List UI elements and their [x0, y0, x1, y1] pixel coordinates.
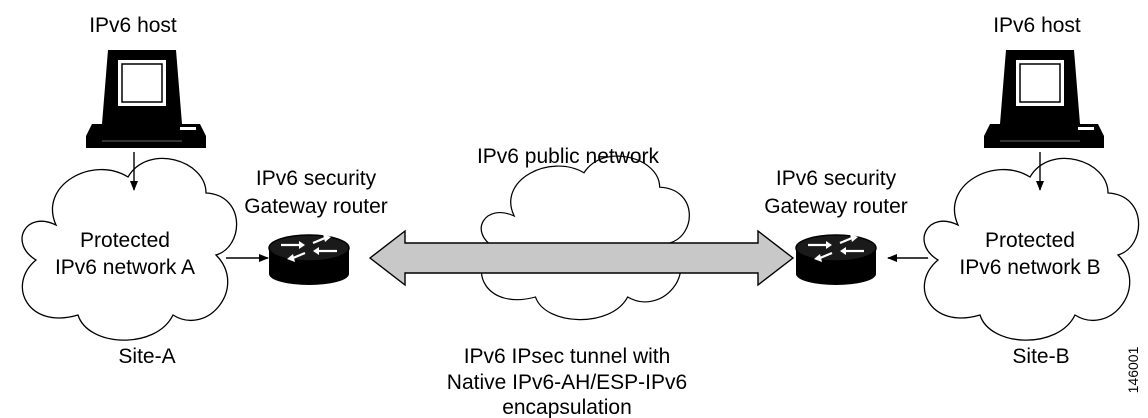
label-tunnel-line1: IPv6 IPsec tunnel with: [464, 345, 671, 368]
label-site-b: Site-B: [1012, 345, 1069, 368]
router-icon-right: [794, 232, 878, 287]
label-router-left-line1: IPv6 security: [256, 167, 377, 190]
label-network-b-line2: IPv6 network B: [959, 256, 1100, 279]
cloud-icon-public-network: [480, 155, 690, 321]
label-public-network: IPv6 public network: [477, 145, 660, 168]
label-host-right: IPv6 host: [993, 14, 1081, 37]
ipsec-tunnel-arrow: [368, 229, 795, 287]
label-network-a-line1: Protected: [80, 229, 170, 252]
label-network-a-line2: IPv6 network A: [55, 256, 195, 279]
figure-id: 146001: [1125, 346, 1141, 393]
label-host-left: IPv6 host: [89, 14, 177, 37]
label-router-right-line2: Gateway router: [764, 195, 908, 218]
label-tunnel-line3: encapsulation: [502, 396, 632, 418]
computer-icon-right-host: [983, 49, 1105, 149]
label-site-a: Site-A: [118, 345, 175, 368]
router-icon-left: [267, 232, 351, 287]
label-network-b-line1: Protected: [985, 229, 1075, 252]
label-tunnel-line2: Native IPv6-AH/ESP-IPv6: [447, 371, 687, 394]
label-router-right-line1: IPv6 security: [776, 167, 897, 190]
computer-icon-left-host: [85, 49, 207, 149]
label-router-left-line2: Gateway router: [244, 195, 388, 218]
